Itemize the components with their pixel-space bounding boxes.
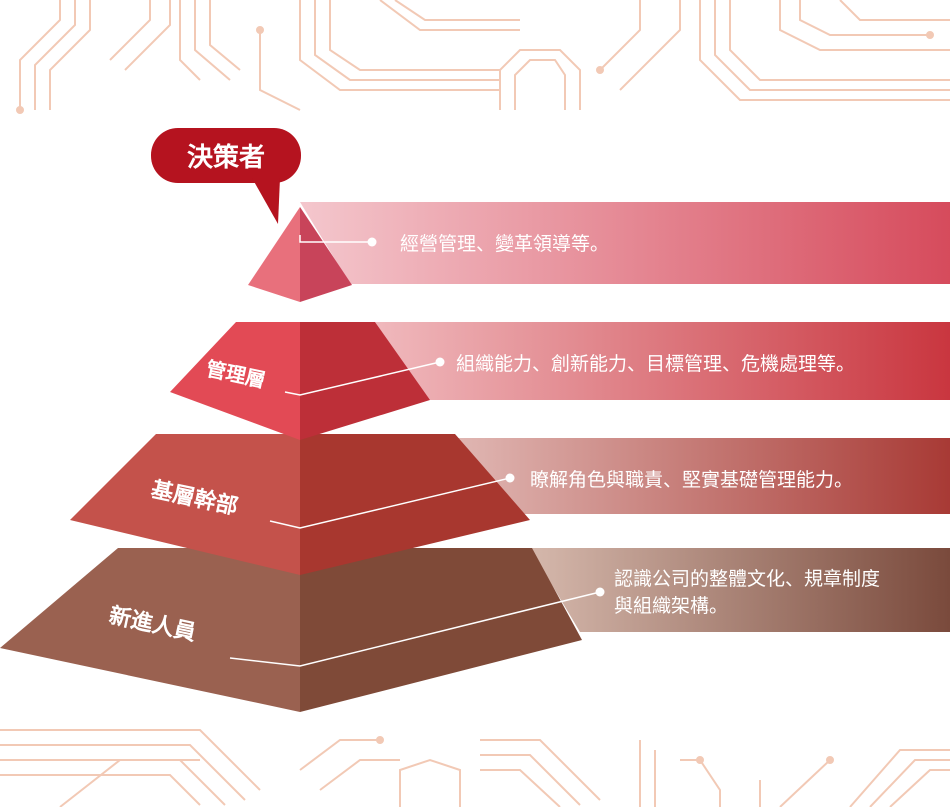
connector-decision-maker xyxy=(299,235,372,243)
band-new-staff xyxy=(530,548,950,632)
pyramid-left-decision-maker xyxy=(248,207,300,302)
level-desc-frontline: 瞭解角色與職責、堅實基礎管理能力。 xyxy=(530,469,853,491)
pyramid-left-management xyxy=(170,322,300,440)
pyramid-left-new-staff xyxy=(0,548,300,712)
connector-dot-frontline xyxy=(505,473,515,483)
connector-management xyxy=(284,361,441,396)
level-desc-management: 組織能力、創新能力、目標管理、危機處理等。 xyxy=(456,353,855,375)
pyramid-right-frontline xyxy=(300,434,530,575)
connector-dot-new-staff xyxy=(595,587,605,597)
pyramid-right-decision-maker xyxy=(300,207,352,302)
level-frontline: 基層幹部 瞭解角色與職責、堅實基礎管理能力。 xyxy=(70,434,950,575)
connector-dot-management xyxy=(435,357,445,367)
level-new-staff: 新進人員 認識公司的整體文化、規章制度 與組織架構。 xyxy=(0,548,950,712)
pyramid-right-management xyxy=(300,322,430,440)
bottom-circuit-decoration xyxy=(0,729,950,807)
level-desc-new-staff-line1: 認識公司的整體文化、規章制度 xyxy=(614,568,880,590)
level-desc-decision-maker: 經營管理、變革領導等。 xyxy=(400,233,609,255)
badge-pointer xyxy=(252,178,280,224)
band-management xyxy=(375,322,950,400)
top-circuit-decoration xyxy=(16,0,950,114)
decision-maker-badge: 決策者 xyxy=(151,128,301,224)
connector-frontline xyxy=(269,477,511,529)
pyramid-right-new-staff xyxy=(300,548,582,712)
connector-dot-decision-maker xyxy=(367,237,377,247)
level-decision-maker: 經營管理、變革領導等。 xyxy=(248,202,950,302)
band-decision-maker xyxy=(300,202,950,284)
badge-background xyxy=(151,128,301,183)
level-management: 管理層 組織能力、創新能力、目標管理、危機處理等。 xyxy=(170,322,950,440)
band-frontline xyxy=(455,438,950,514)
badge-label: 決策者 xyxy=(187,142,265,173)
pyramid-left-frontline xyxy=(70,434,300,575)
connector-new-staff xyxy=(229,591,601,667)
level-desc-new-staff-line2: 與組織架構。 xyxy=(614,595,728,617)
